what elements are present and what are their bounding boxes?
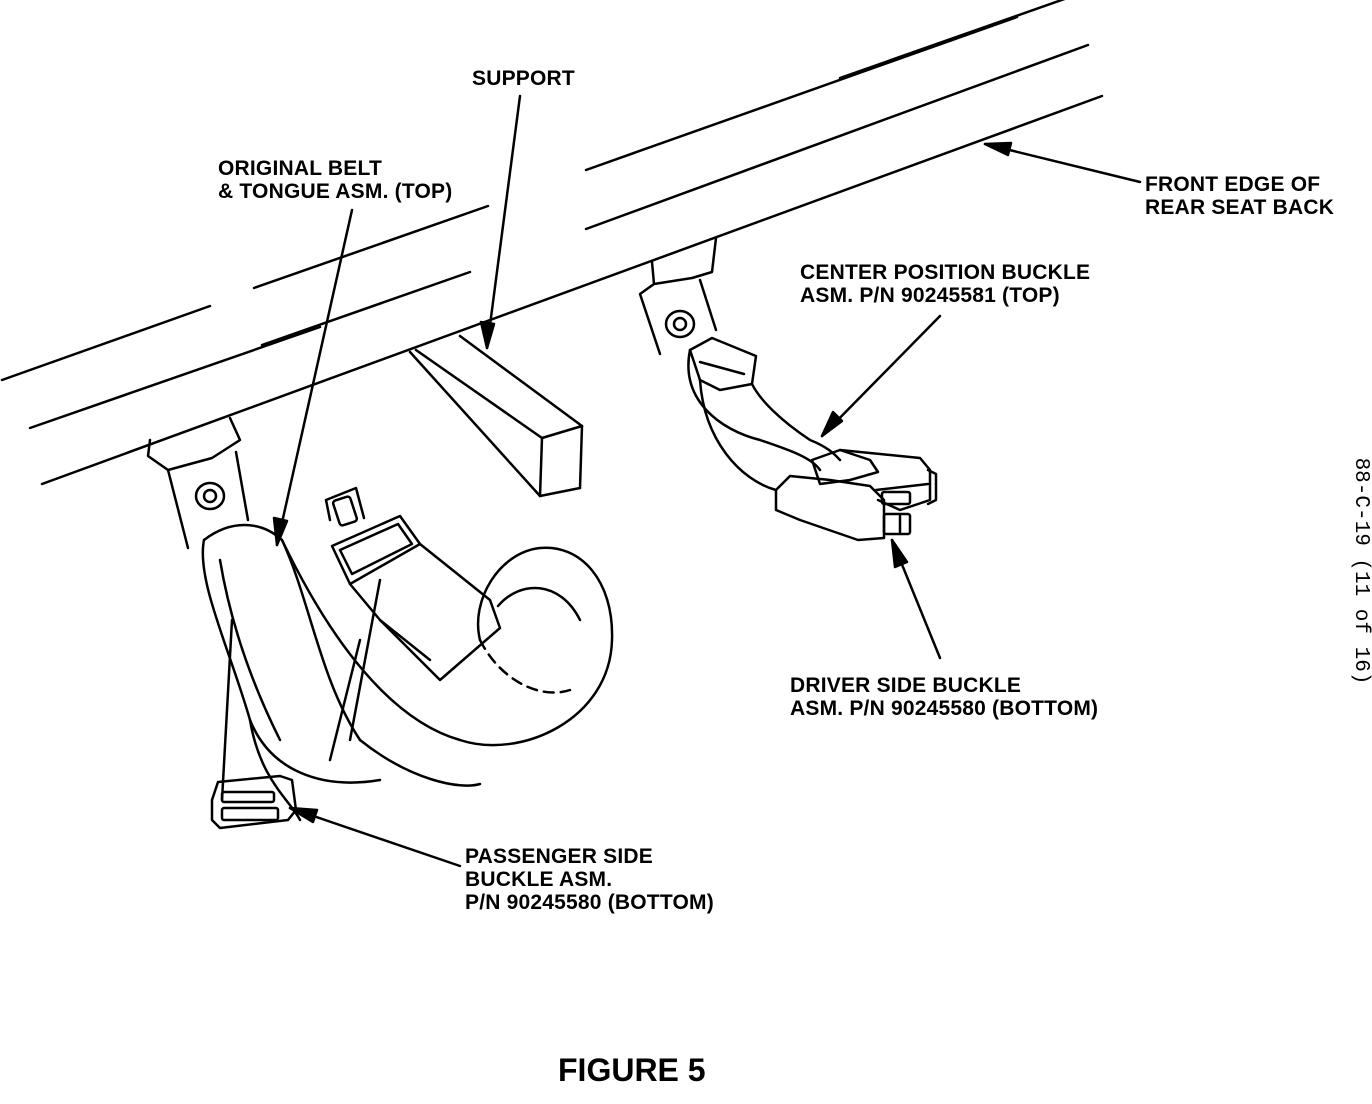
driver-buckle-label: DRIVER SIDE BUCKLE ASM. P/N 90245580 (BO… (790, 674, 1099, 720)
tongue-assembly (326, 488, 500, 680)
support-block (410, 336, 582, 496)
support-label: SUPPORT (472, 67, 575, 90)
leader-lines (274, 96, 1140, 866)
passenger-buckle (212, 776, 296, 828)
figure-title: FIGURE 5 (558, 1052, 706, 1088)
passenger-buckle-label: PASSENGER SIDE BUCKLE ASM. P/N 90245580 … (465, 845, 714, 914)
original-belt-strap (203, 525, 612, 820)
center-and-driver-buckle (688, 338, 936, 540)
center-buckle-label: CENTER POSITION BUCKLE ASM. P/N 90245581… (800, 261, 1091, 307)
original-belt-label: ORIGINAL BELT & TONGUE ASM. (TOP) (218, 157, 453, 203)
front-edge-label: FRONT EDGE OF REAR SEAT BACK (1145, 173, 1335, 219)
right-anchor-bracket (640, 238, 716, 354)
side-code: 88-C-19 (11 of 16) (1349, 457, 1372, 685)
rear-seat-back (2, 0, 1102, 484)
left-anchor-bracket (148, 418, 248, 548)
